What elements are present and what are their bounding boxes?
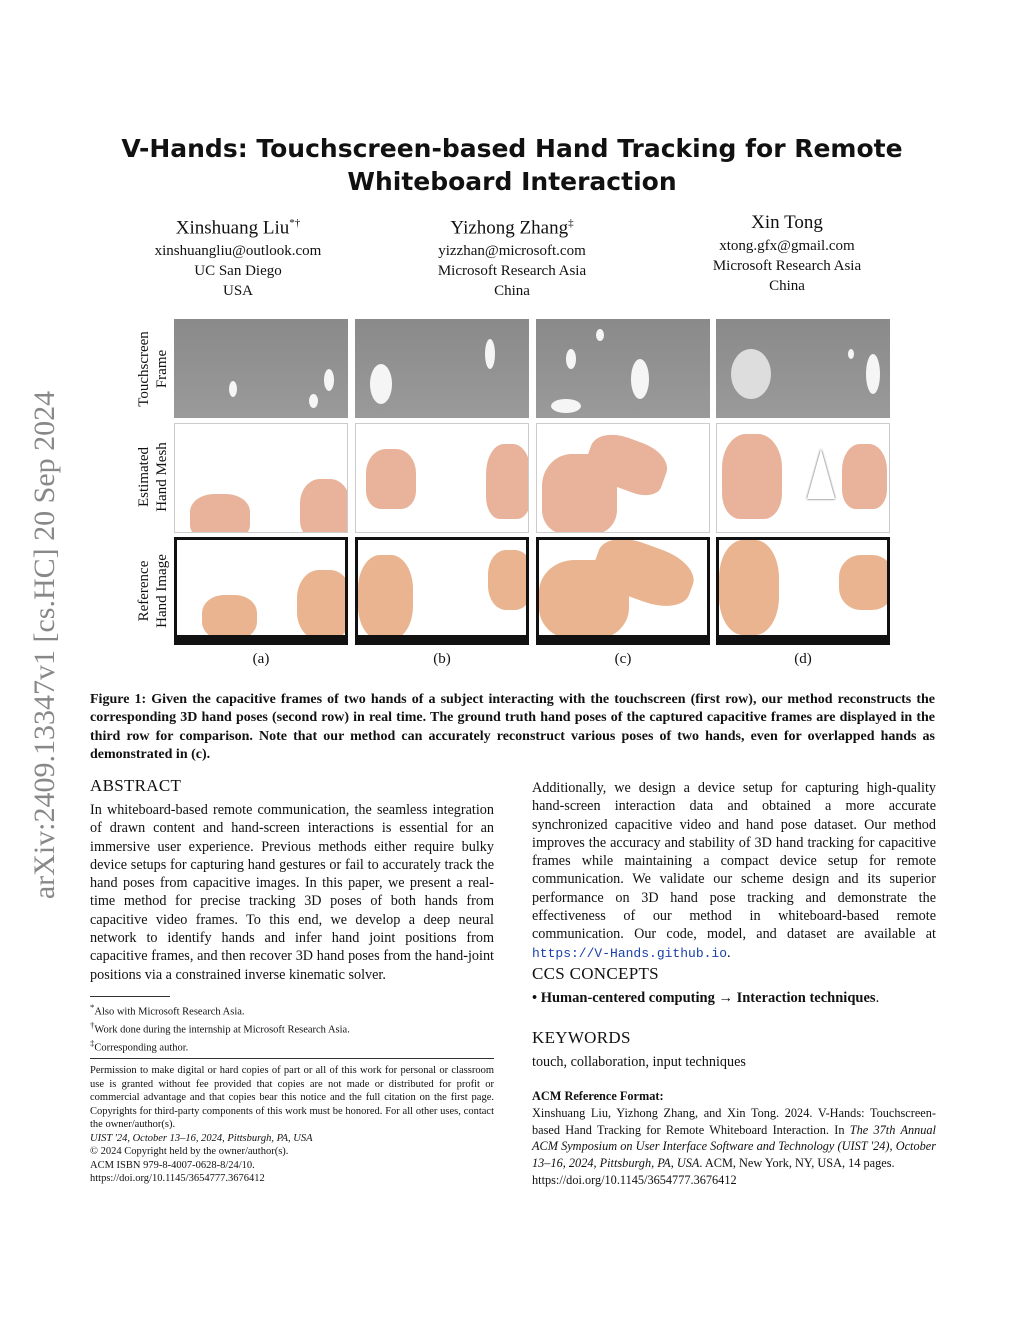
- reference-image-d: [716, 537, 890, 645]
- author-name: Xinshuang Liu: [175, 217, 290, 239]
- keywords-heading: KEYWORDS: [532, 1028, 631, 1047]
- doi-link[interactable]: https://doi.org/10.1145/3654777.3676412: [90, 1173, 265, 1184]
- author-country: China: [494, 283, 530, 300]
- permission-text: Permission to make digital or hard copie…: [90, 1065, 494, 1130]
- author-country: USA: [222, 283, 253, 300]
- reference-image-a: [174, 537, 348, 645]
- subfigure-label: (a): [252, 651, 270, 667]
- author-name: Yizhong Zhang: [450, 217, 569, 239]
- capacitive-frame-c: [536, 319, 710, 418]
- abstract-continued: Additionally, we design a device setup f…: [532, 780, 936, 961]
- author-marks: *†: [289, 217, 301, 229]
- author-block: Yizhong Zhang‡ yizzhan@microsoft.com Mic…: [382, 210, 642, 301]
- author-country: China: [769, 278, 805, 294]
- project-link[interactable]: https://V-Hands.github.io: [532, 945, 728, 961]
- author-marks: ‡: [568, 217, 574, 229]
- author-block: Xin Tong xtong.gfx@gmail.com Microsoft R…: [657, 210, 917, 296]
- venue: UIST '24, October 13–16, 2024, Pittsburg…: [90, 1132, 313, 1144]
- abstract-text: In whiteboard-based remote communication…: [90, 802, 494, 983]
- hand-mesh-c: [536, 423, 710, 533]
- figure-caption: Figure 1: Given the capacitive frames of…: [90, 692, 935, 762]
- copyright: © 2024 Copyright held by the owner/autho…: [90, 1146, 289, 1157]
- author-name: Xin Tong: [751, 212, 823, 233]
- ccs-concepts: • Human-centered computing → Interaction…: [532, 990, 880, 1006]
- hand-mesh-b: [355, 423, 529, 533]
- footnote: Work done during the internship at Micro…: [94, 1024, 350, 1036]
- author-affiliation: UC San Diego: [194, 263, 282, 280]
- subfigure-label: (b): [433, 651, 451, 667]
- footnote-rule: [90, 996, 170, 997]
- abstract-heading: ABSTRACT: [90, 776, 182, 795]
- subfigure-label: (d): [794, 651, 812, 667]
- author-affiliation: Microsoft Research Asia: [712, 258, 862, 274]
- author-block: Xinshuang Liu*† xinshuangliu@outlook.com…: [108, 210, 368, 301]
- left-column: ABSTRACT In whiteboard-based remote comm…: [90, 776, 494, 984]
- capacitive-frame-d: [716, 319, 890, 418]
- footnote: Also with Microsoft Research Asia.: [94, 1006, 245, 1018]
- ccs-heading: CCS CONCEPTS: [532, 964, 659, 983]
- author-email: xinshuangliu@outlook.com: [154, 243, 322, 260]
- footnotes: *Also with Microsoft Research Asia. †Wor…: [90, 1002, 350, 1054]
- arxiv-identifier: arXiv:2409.13347v1 [cs.HC] 20 Sep 2024: [28, 390, 61, 900]
- reference-image-b: [355, 537, 529, 645]
- reference-image-c: [536, 537, 710, 645]
- acm-doi-link[interactable]: https://doi.org/10.1145/3654777.3676412: [532, 1172, 737, 1187]
- hand-mesh-a: [174, 423, 348, 533]
- hand-mesh-d: [716, 423, 890, 533]
- keywords: touch, collaboration, input techniques: [532, 1054, 746, 1070]
- capacitive-frame-a: [174, 319, 348, 418]
- permission-block: Permission to make digital or hard copie…: [90, 1064, 494, 1186]
- footnote: Corresponding author.: [94, 1042, 189, 1054]
- author-email: xtong.gfx@gmail.com: [719, 238, 855, 254]
- author-email: yizzhan@microsoft.com: [438, 243, 586, 260]
- permission-rule: [90, 1058, 494, 1059]
- capacitive-frame-b: [355, 319, 529, 418]
- acm-reference-heading: ACM Reference Format:: [532, 1089, 664, 1103]
- subfigure-label: (c): [614, 651, 632, 667]
- acm-reference: ACM Reference Format: Xinshuang Liu, Yiz…: [532, 1089, 936, 1187]
- author-affiliation: Microsoft Research Asia: [437, 263, 587, 280]
- paper-title: V-Hands: Touchscreen-based Hand Tracking…: [121, 134, 903, 196]
- isbn: ACM ISBN 979-8-4007-0628-8/24/10.: [90, 1159, 255, 1171]
